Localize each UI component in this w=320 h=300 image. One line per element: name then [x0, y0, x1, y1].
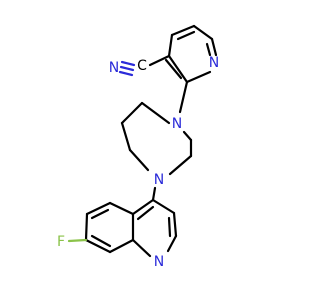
- bond-line: [151, 186, 157, 202]
- molecule-canvas: N C N N N N F: [57, 24, 219, 270]
- atom-label-fluorine: F: [57, 234, 65, 250]
- bond-line: [131, 238, 152, 258]
- bond-line: [178, 80, 189, 114]
- diazepane-ring: [120, 101, 193, 176]
- bond-line: [172, 211, 178, 238]
- bond-line: [84, 212, 89, 242]
- bond-line: [151, 198, 176, 215]
- bond-line: [168, 154, 193, 176]
- bond-line: [164, 58, 183, 80]
- bond-line: [166, 234, 178, 253]
- triple-bond-line: [120, 60, 136, 67]
- atom-label-diazepane-n1: N: [172, 116, 182, 132]
- bond-line: [108, 201, 135, 216]
- quinoline-pyridine-ring: [131, 198, 178, 258]
- bond-line: [90, 208, 110, 220]
- quinoline-benzo-ring: [67, 201, 135, 254]
- bond-line: [210, 37, 218, 57]
- bond-line: [170, 24, 196, 37]
- bond-line: [205, 42, 212, 57]
- atom-label-nitrile-c: C: [137, 58, 147, 74]
- bond-line: [108, 238, 135, 254]
- bond-line: [167, 54, 189, 84]
- bond-line: [140, 101, 171, 125]
- bond-line: [131, 198, 155, 216]
- structure-diagram: N C N N N N F: [57, 24, 219, 270]
- bond-line: [85, 201, 112, 216]
- bond-line: [90, 234, 112, 248]
- atom-label-quinoline-n: N: [154, 254, 164, 270]
- bond-line: [176, 30, 196, 41]
- atom-label-pyridine-n: N: [209, 55, 219, 71]
- bond-line: [136, 205, 155, 221]
- atom-label-nitrile-n: N: [109, 60, 119, 76]
- nitrile-group: [118, 54, 171, 77]
- bond-line: [84, 238, 112, 254]
- bond-line: [192, 24, 214, 41]
- triple-bond-line: [119, 65, 135, 72]
- bond-line: [120, 121, 132, 152]
- bond-line: [182, 130, 193, 142]
- bond-line: [120, 101, 144, 125]
- bond-line: [148, 54, 171, 67]
- bond-line: [167, 33, 174, 58]
- bond-line: [128, 148, 150, 172]
- bond-line: [167, 216, 172, 238]
- pyridine-ring: [164, 24, 218, 84]
- atom-label-diazepane-n4: N: [154, 172, 164, 188]
- atom-labels: N C N N N N F: [57, 55, 219, 270]
- bond-line: [67, 238, 88, 243]
- bond-line: [185, 70, 212, 84]
- triple-bond-line: [118, 70, 134, 77]
